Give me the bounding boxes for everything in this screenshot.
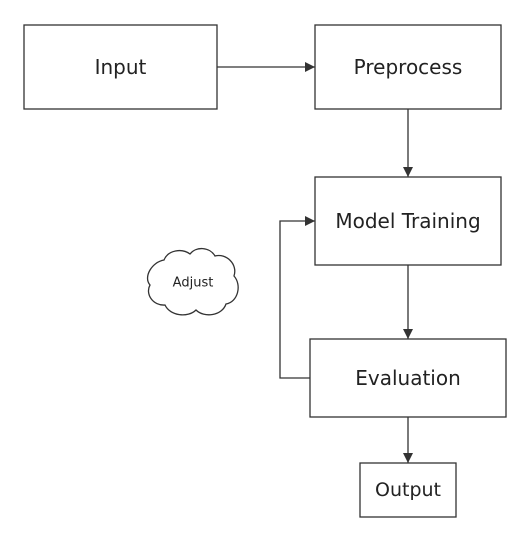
node-output: Output	[359, 462, 457, 518]
node-model-training: Model Training	[314, 176, 502, 266]
node-preprocess: Preprocess	[314, 24, 502, 110]
node-evaluation-label: Evaluation	[355, 366, 461, 390]
edge-evaluation-feedback-to-training	[279, 216, 315, 379]
node-output-label: Output	[375, 479, 441, 501]
edges	[217, 62, 413, 463]
cloud-adjust-label: Adjust	[173, 276, 214, 291]
node-evaluation: Evaluation	[309, 338, 507, 418]
node-input-label: Input	[95, 55, 147, 79]
cloud-shape	[146, 247, 239, 316]
cloud-adjust: Adjust	[146, 247, 239, 316]
node-model-training-label: Model Training	[335, 209, 480, 233]
node-preprocess-label: Preprocess	[354, 55, 463, 79]
node-input: Input	[23, 24, 218, 110]
